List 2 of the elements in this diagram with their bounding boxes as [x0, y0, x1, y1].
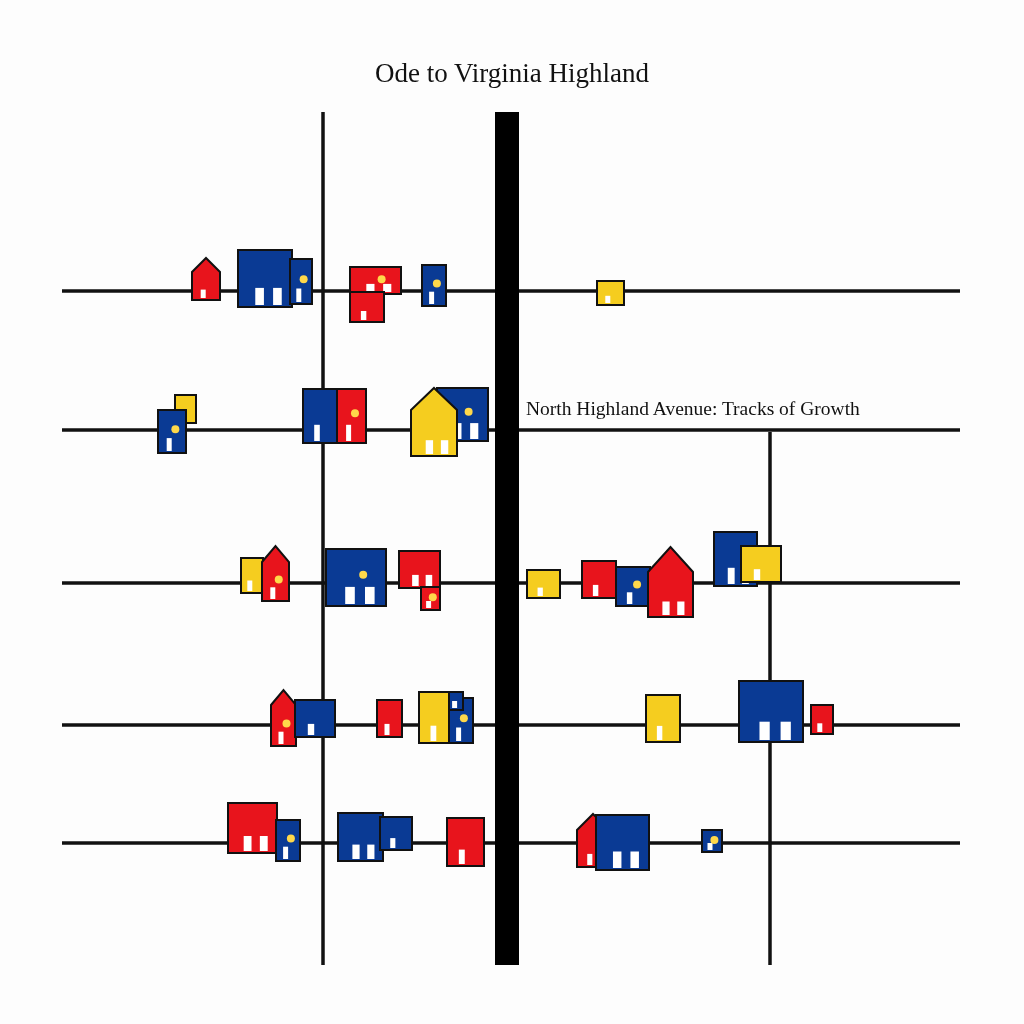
street-label: North Highland Avenue: Tracks of Growth [524, 398, 862, 420]
title: Ode to Virginia Highland [374, 58, 650, 88]
